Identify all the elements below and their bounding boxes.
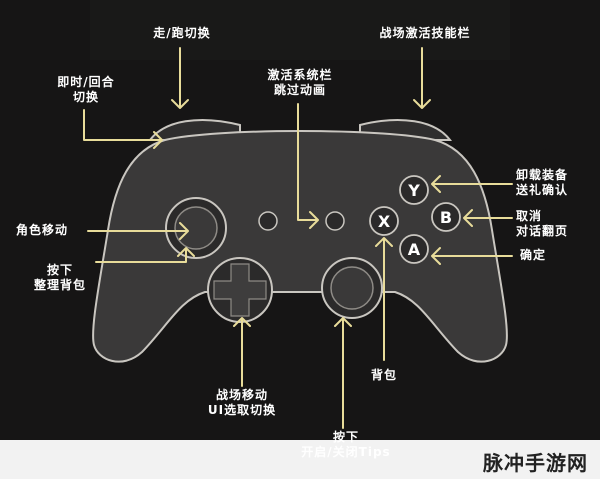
label-press-tips: 按下 开启/关闭Tips [301,430,391,459]
arrow-press-organize [95,247,195,263]
label-battle-move: 战场移动 UI选取切换 [207,388,277,417]
left-stick [165,197,227,259]
dpad [207,257,273,323]
label-move-char: 角色移动 [16,223,69,237]
arrow-unequip [431,175,513,193]
arrow-backpack [375,237,393,361]
svg-text:A: A [408,240,421,259]
label-confirm: 确定 [520,248,547,262]
label-realtime-turn: 即时/回合 切换 [57,75,115,104]
arrow-realtime-turn [83,109,163,149]
label-cancel: 取消 对话翻页 [516,209,569,238]
arrow-press-tips [334,317,352,429]
svg-text:X: X [378,212,391,231]
view-button [258,211,278,231]
face-button-b: B [431,202,461,232]
label-walk-run: 走/跑切换 [153,26,211,40]
arrow-battle-skill [413,47,431,109]
watermark-bar [0,440,600,479]
menu-button [325,211,345,231]
svg-text:Y: Y [407,181,420,200]
face-button-a: A [399,234,429,264]
arrow-battle-move [233,317,251,387]
arrow-confirm [431,247,513,265]
arrow-walk-run [171,47,189,109]
label-system-bar: 激活系统栏 跳过动画 [267,68,333,97]
arrow-move-char [87,222,189,240]
label-unequip: 卸载装备 送礼确认 [516,168,569,197]
watermark-text: 脉冲手游网 [483,451,588,475]
svg-text:B: B [440,208,452,227]
arrow-cancel [463,209,513,227]
face-button-y: Y [399,175,429,205]
arrow-system-bar [297,103,319,229]
label-battle-skill-bar: 战场激活技能栏 [379,26,471,40]
label-backpack: 背包 [370,368,397,382]
label-press-organize: 按下 整理背包 [33,263,86,292]
face-button-x: X [369,206,399,236]
right-stick [321,257,383,319]
